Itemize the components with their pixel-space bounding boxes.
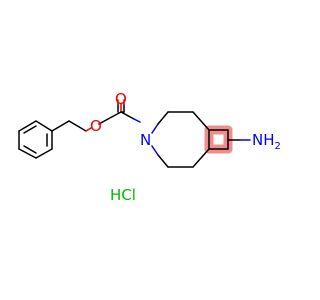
ring-nitrogen-label: N: [140, 131, 151, 149]
amine-h-subscript: 2: [275, 141, 281, 152]
piperidine-ring: [151, 111, 210, 168]
cyclobutane-ring: [208, 129, 229, 150]
carbonyl-oxygen-label: O: [115, 90, 127, 108]
ester-oxygen-label: O: [90, 117, 102, 135]
molecule-structure: O O N NH2 HCl: [18, 90, 281, 204]
carbamate-group: [107, 99, 141, 123]
amine-label: NH2: [252, 131, 281, 152]
benzyl-linker: [51, 118, 109, 132]
salt-label: HCl: [110, 186, 136, 204]
benzene-ring: [18, 120, 53, 159]
highlight-cyclobutane: [204, 125, 233, 154]
amine-nh-text: NH: [252, 131, 275, 149]
